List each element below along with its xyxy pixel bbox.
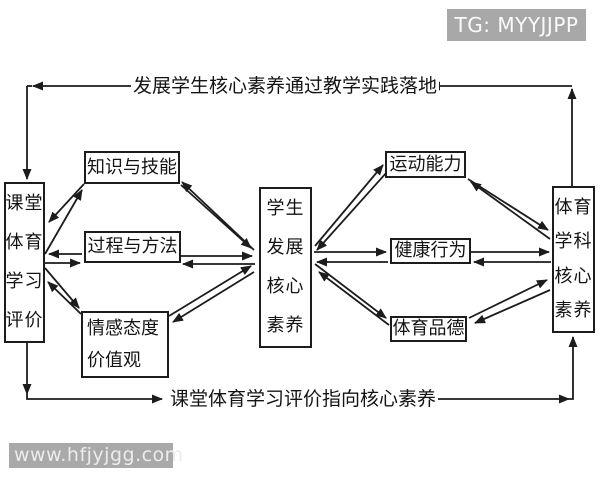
arrow-right-to-ability <box>470 181 551 240</box>
node-knowledge-skills: 知识与技能 <box>84 151 180 184</box>
arrow-center-to-ability <box>314 164 384 247</box>
arrow-right-to-morality <box>474 289 551 324</box>
node-line: 学科 <box>554 231 593 253</box>
node-line: 体育 <box>5 232 44 253</box>
node-line: 价值观 <box>87 349 141 371</box>
arrow-center-to-knowledge <box>181 181 255 251</box>
bottom-flow-label: 课堂体育学习评价指向核心素养 <box>168 387 439 411</box>
node-line: 核心 <box>554 265 593 287</box>
arrow-bottom-right-up <box>568 336 578 400</box>
node-line: 发展 <box>266 237 305 258</box>
node-label: 体育品德 <box>392 318 465 339</box>
arrow-center-to-morality <box>314 263 387 319</box>
arrow-classroom-to-affect <box>44 267 80 309</box>
node-line: 情感态度 <box>87 317 159 339</box>
node-line: 素养 <box>554 299 593 321</box>
arrow-morality-to-center <box>318 271 390 326</box>
arrow-bottom-left-segment <box>26 394 163 404</box>
node-health-behavior: 健康行为 <box>390 238 471 264</box>
node-student-core-literacy: 学生 发展 核心 素养 <box>259 187 312 348</box>
node-line: 素养 <box>266 315 305 336</box>
tg-badge: TG: MYYJJPP <box>447 9 586 41</box>
tg-badge-text: TG: MYYJJPP <box>454 13 579 37</box>
bottom-direction-loop-arrows <box>22 336 578 404</box>
node-sport-ability: 运动能力 <box>385 151 466 178</box>
left-cluster-arrows <box>44 183 85 315</box>
arrow-ability-to-center <box>316 171 388 251</box>
top-flow-label: 发展学生核心素养通过教学实践落地 <box>131 74 440 98</box>
node-line: 学生 <box>266 198 305 219</box>
arrow-affect-to-center <box>168 265 252 317</box>
center-midright-arrows <box>314 164 390 326</box>
watermark-text: www.hfjyjgg.com <box>14 444 184 466</box>
arrow-morality-to-right <box>468 279 548 319</box>
top-feedback-loop-arrows <box>22 81 577 186</box>
node-line: 体育 <box>554 197 593 218</box>
node-sport-morality: 体育品德 <box>390 316 467 342</box>
node-line: 课堂 <box>5 193 44 214</box>
arrow-center-to-affect <box>172 271 255 323</box>
node-affect-values: 情感态度 价值观 <box>81 311 169 378</box>
arrow-ability-to-right <box>467 178 549 231</box>
midleft-center-arrows <box>168 181 255 323</box>
watermark-badge: www.hfjyjgg.com <box>9 443 183 468</box>
node-classroom-pe-evaluation: 课堂 体育 学习 评价 <box>4 182 45 343</box>
node-line: 评价 <box>5 310 44 331</box>
node-line: 学习 <box>5 271 44 292</box>
arrow-knowledge-to-center <box>180 184 252 249</box>
node-pe-subject-core-literacy: 体育 学科 核心 素养 <box>552 186 595 333</box>
node-label: 过程与方法 <box>87 236 178 257</box>
node-process-methods: 过程与方法 <box>84 231 181 263</box>
arrow-classroom-to-knowledge <box>44 189 83 255</box>
midright-right-arrows <box>467 178 551 324</box>
arrow-affect-to-classroom <box>47 281 82 315</box>
node-line: 核心 <box>266 276 305 297</box>
node-label: 健康行为 <box>394 240 467 261</box>
node-label: 知识与技能 <box>87 156 177 178</box>
node-label: 运动能力 <box>389 153 462 175</box>
